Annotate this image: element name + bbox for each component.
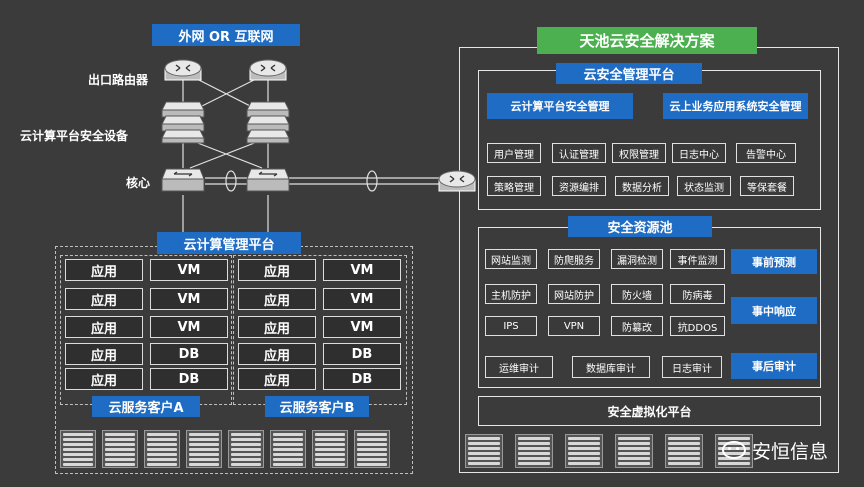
customer-cell: 应用 xyxy=(65,368,143,390)
mgmt-function: 数据分析 xyxy=(615,176,669,196)
mgmt-function: 权限管理 xyxy=(612,143,666,163)
watermark-text: 安恒信息 xyxy=(752,440,829,463)
pool-service: VPN xyxy=(548,316,600,336)
server-rack-row xyxy=(60,430,400,470)
customer-cell: 应用 xyxy=(238,316,316,338)
customer-cell: VM xyxy=(150,288,228,310)
watermark: 安恒信息 xyxy=(722,437,862,463)
mgmt-function: 策略管理 xyxy=(487,176,541,196)
customer-cell: DB xyxy=(323,368,401,390)
security-device-icon xyxy=(161,101,205,144)
pool-service: 网站防护 xyxy=(548,284,600,304)
server-rack-icon xyxy=(615,434,653,468)
router-label: 出口路由器 xyxy=(88,73,149,87)
server-rack-icon xyxy=(515,434,553,468)
pool-service: 防篡改 xyxy=(611,316,663,336)
solution-title: 天池云安全解决方案 xyxy=(537,27,757,54)
server-rack-icon xyxy=(354,430,390,468)
mgmt-function: 认证管理 xyxy=(552,143,606,163)
customer-cell: 应用 xyxy=(65,316,143,338)
pool-service: 日志审计 xyxy=(662,356,722,378)
virt-platform-box: 安全虚拟化平台 xyxy=(478,396,821,426)
mgmt-function: 日志中心 xyxy=(672,143,726,163)
customer-cell: 应用 xyxy=(238,343,316,365)
cloud-mgmt-platform-label: 云计算管理平台 xyxy=(157,232,301,254)
security-mgmt-title: 云安全管理平台 xyxy=(556,63,702,84)
customer-cell: DB xyxy=(150,368,228,390)
mgmt-function: 告警中心 xyxy=(736,143,796,163)
pool-service: 主机防护 xyxy=(485,284,537,304)
security-device-icon xyxy=(246,101,290,144)
pool-service: 防病毒 xyxy=(670,284,725,304)
mgmt-function: 资源编排 xyxy=(552,176,606,196)
customer-b-label: 云服务客户B xyxy=(265,396,369,417)
security-device-label: 云计算平台安全设备 xyxy=(20,129,129,143)
server-rack-icon xyxy=(565,434,603,468)
server-rack-row xyxy=(465,434,753,470)
pool-service: 漏洞检测 xyxy=(611,249,663,269)
customer-cell: VM xyxy=(323,288,401,310)
customer-cell: 应用 xyxy=(65,288,143,310)
customer-cell: VM xyxy=(323,259,401,281)
mgmt-function: 用户管理 xyxy=(487,143,541,163)
customer-a-label: 云服务客户A xyxy=(92,396,200,417)
customer-cell: 应用 xyxy=(238,259,316,281)
core-switch-icon xyxy=(246,168,290,192)
mgmt-function: 状态监测 xyxy=(677,176,731,196)
core-label: 核心 xyxy=(126,176,151,190)
pool-side-label: 事后审计 xyxy=(731,353,817,379)
router-icon xyxy=(249,59,287,81)
resource-pool-title: 安全资源池 xyxy=(568,216,712,237)
server-rack-icon xyxy=(228,430,264,468)
customer-cell: DB xyxy=(323,343,401,365)
pool-side-label: 事前预测 xyxy=(731,249,817,274)
server-rack-icon xyxy=(312,430,348,468)
server-rack-icon xyxy=(186,430,222,468)
wechat-icon xyxy=(722,441,746,459)
core-switch-icon xyxy=(161,168,205,192)
router-icon xyxy=(438,170,476,192)
customer-cell: VM xyxy=(323,316,401,338)
server-rack-icon xyxy=(60,430,96,468)
customer-cell: VM xyxy=(150,316,228,338)
mgmt-function-grid: 用户管理认证管理权限管理日志中心告警中心策略管理资源编排数据分析状态监测等保套餐 xyxy=(487,143,811,203)
customer-cell: VM xyxy=(150,259,228,281)
server-rack-icon xyxy=(465,434,503,468)
pool-service: 数据库审计 xyxy=(572,356,650,378)
pool-side-label: 事中响应 xyxy=(731,297,817,324)
pool-service: 防爬服务 xyxy=(548,249,600,269)
pool-service: 防火墙 xyxy=(611,284,663,304)
mgmt-header-box: 云上业务应用系统安全管理 xyxy=(663,93,808,119)
pool-service: IPS xyxy=(485,316,537,336)
customer-cell: 应用 xyxy=(238,368,316,390)
mgmt-function: 等保套餐 xyxy=(740,176,794,196)
customer-cell: 应用 xyxy=(65,259,143,281)
pool-service: 运维审计 xyxy=(485,356,553,378)
pool-service: 抗DDOS xyxy=(670,316,725,336)
server-rack-icon xyxy=(665,434,703,468)
server-rack-icon xyxy=(102,430,138,468)
customer-cell: DB xyxy=(150,343,228,365)
router-icon xyxy=(164,59,202,81)
server-rack-icon xyxy=(270,430,306,468)
resource-pool-grid: 网站监测防爬服务漏洞检测事件监测主机防护网站防护防火墙防病毒 IPS VPN 防篡改抗… xyxy=(485,248,725,383)
pool-service: 网站监测 xyxy=(485,249,537,269)
internet-label: 外网 OR 互联网 xyxy=(152,24,300,46)
customer-cell: 应用 xyxy=(238,288,316,310)
mgmt-header-box: 云计算平台安全管理 xyxy=(487,93,633,119)
pool-service: 事件监测 xyxy=(670,249,725,269)
customer-cell: 应用 xyxy=(65,343,143,365)
server-rack-icon xyxy=(144,430,180,468)
